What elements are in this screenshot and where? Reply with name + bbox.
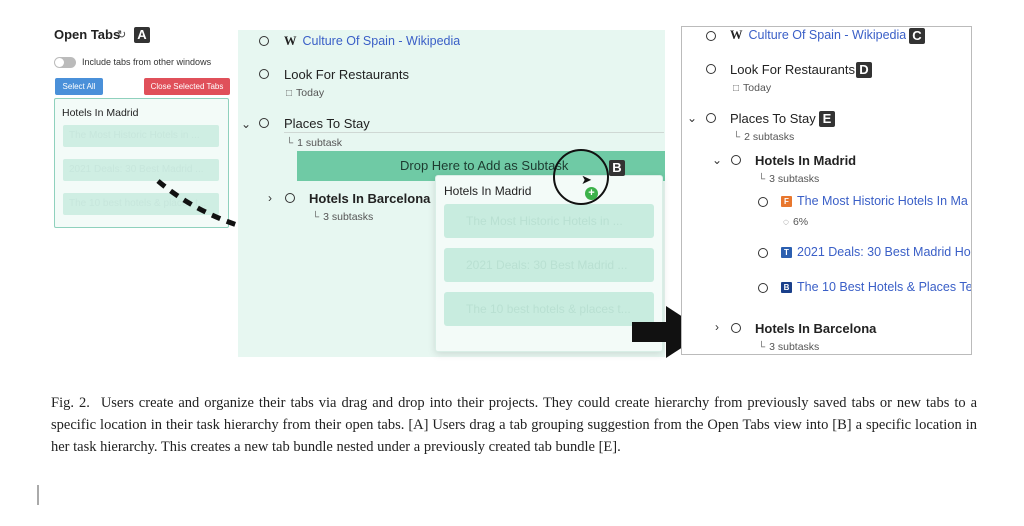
subtask-icon: └: [286, 138, 294, 149]
tab-checkbox[interactable]: [758, 283, 768, 293]
task-hotels-in-barcelona[interactable]: Hotels In Barcelona: [309, 191, 431, 206]
task-checkbox[interactable]: [706, 31, 716, 41]
dragged-group-title: Hotels In Madrid: [444, 184, 532, 198]
label-a: A: [134, 27, 150, 43]
arrow-right-icon: [632, 306, 706, 358]
dragged-tab-group[interactable]: Hotels In Madrid The Most Historic Hotel…: [435, 175, 663, 352]
task-subtask-count: └1 subtask: [286, 137, 343, 149]
label-c: C: [909, 28, 925, 44]
favicon-icon: B: [781, 282, 792, 294]
task-checkbox[interactable]: [731, 155, 741, 165]
ghost-tab: 2021 Deals: 30 Best Madrid ...: [63, 159, 219, 181]
label-e: E: [819, 111, 835, 127]
figure-caption: Fig. 2. Users create and organize their …: [51, 392, 977, 458]
task-checkbox[interactable]: [285, 193, 295, 203]
task-checkbox[interactable]: [731, 323, 741, 333]
ghost-tab: The 10 best hotels & places t...: [444, 292, 654, 326]
tab-group-suggestion[interactable]: Hotels In Madrid The Most Historic Hotel…: [54, 98, 229, 228]
chevron-down-icon[interactable]: ⌄: [712, 153, 723, 167]
ghost-tab: The 10 best hotels & places t...: [63, 193, 219, 215]
chevron-right-icon[interactable]: ›: [715, 320, 719, 334]
task-date: □Today: [286, 87, 325, 99]
subtask-hotels-in-madrid[interactable]: Hotels In Madrid: [755, 153, 857, 168]
ghost-tab: The Most Historic Hotels in ...: [444, 204, 654, 238]
wikipedia-icon: W: [284, 34, 297, 48]
chevron-right-icon[interactable]: ›: [268, 191, 272, 205]
task-places-to-stay[interactable]: Places To Stay: [730, 111, 816, 126]
chevron-down-icon[interactable]: ⌄: [241, 117, 252, 131]
subtask-icon: └: [733, 132, 741, 143]
task-checkbox[interactable]: [706, 64, 716, 74]
cursor-highlight-circle: [553, 149, 609, 205]
favicon-icon: T: [781, 247, 792, 259]
task-checkbox[interactable]: [259, 36, 269, 46]
wikipedia-icon: W: [730, 28, 743, 42]
figure-number: Fig. 2.: [51, 395, 90, 411]
tab-progress: ◌6%: [783, 216, 809, 228]
progress-ring-icon: ◌: [783, 217, 789, 228]
ghost-tab: 2021 Deals: 30 Best Madrid ...: [444, 248, 654, 282]
subtask-icon: └: [312, 212, 320, 223]
tab-checkbox[interactable]: [758, 248, 768, 258]
task-look-for-restaurants[interactable]: Look For Restaurants: [284, 67, 410, 82]
include-other-windows-toggle[interactable]: [54, 57, 76, 68]
drop-zone-text: Drop Here to Add as Subtask: [400, 158, 569, 173]
task-date: □Today: [733, 82, 772, 94]
refresh-icon[interactable]: ↻: [117, 29, 127, 41]
close-selected-tabs-button[interactable]: Close Selected Tabs: [144, 78, 230, 95]
task-checkbox[interactable]: [259, 69, 269, 79]
select-all-button[interactable]: Select All: [55, 78, 103, 95]
cursor-icon: ➤: [581, 172, 592, 187]
label-b: B: [609, 160, 625, 176]
toggle-label: Include tabs from other windows: [82, 57, 212, 67]
favicon-icon: F: [781, 196, 792, 208]
ghost-tab: The Most Historic Hotels in ...: [63, 125, 219, 147]
task-subtask-count: └3 subtasks: [758, 173, 820, 185]
calendar-icon: □: [733, 83, 740, 94]
task-checkbox[interactable]: [706, 113, 716, 123]
task-subtask-count: └3 subtasks: [312, 211, 374, 223]
open-tabs-title: Open Tabs: [54, 27, 121, 42]
divider: [284, 132, 664, 133]
subtask-icon: └: [758, 342, 766, 353]
text-cursor: [37, 485, 39, 505]
tab-checkbox[interactable]: [758, 197, 768, 207]
add-plus-icon: +: [585, 187, 598, 200]
calendar-icon: □: [286, 88, 293, 99]
task-subtask-count: └3 subtasks: [758, 341, 820, 353]
task-subtask-count: └2 subtasks: [733, 131, 795, 143]
task-hotels-in-barcelona[interactable]: Hotels In Barcelona: [755, 321, 877, 336]
subtask-icon: └: [758, 174, 766, 185]
caption-text: Users create and organize their tabs via…: [51, 395, 978, 455]
chevron-down-icon[interactable]: ⌄: [687, 111, 698, 125]
task-places-to-stay[interactable]: Places To Stay: [284, 116, 370, 131]
task-look-for-restaurants[interactable]: Look For Restaurants: [730, 62, 856, 77]
label-d: D: [856, 62, 872, 78]
task-checkbox[interactable]: [259, 118, 269, 128]
group-title: Hotels In Madrid: [62, 107, 139, 119]
